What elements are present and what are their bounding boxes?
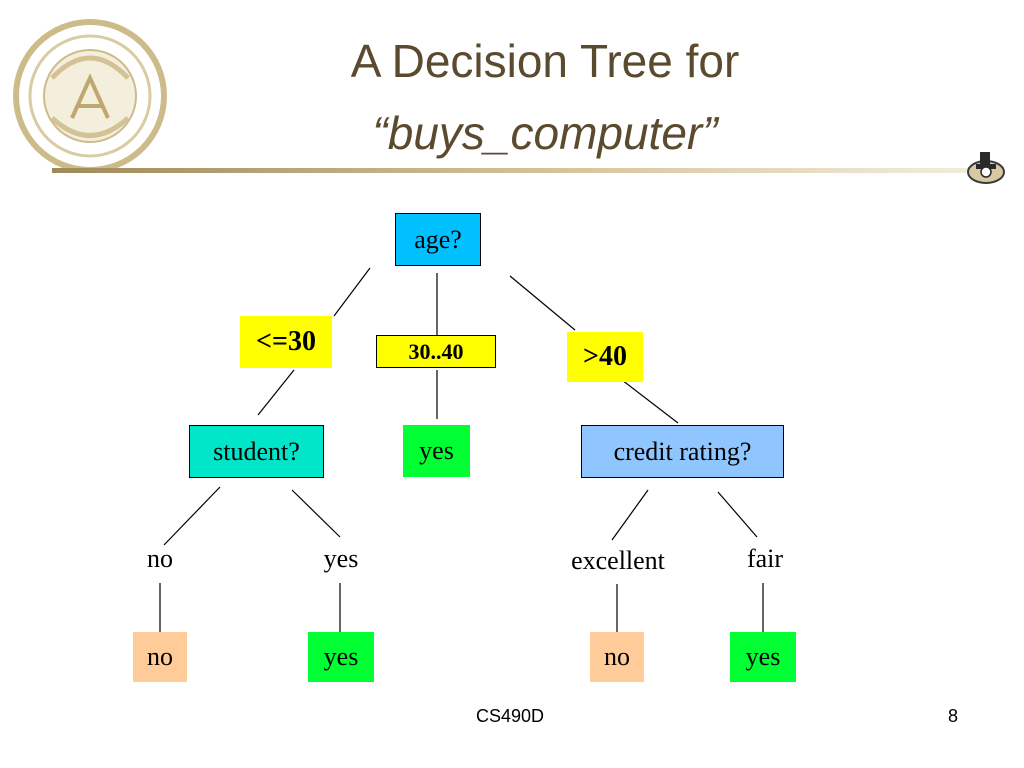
slide-title-line2: “buys_computer” bbox=[372, 107, 718, 159]
edge-credit-excellent bbox=[611, 489, 649, 541]
branch-label-30-40: 30..40 bbox=[376, 335, 496, 368]
edge-label-no: no bbox=[147, 544, 173, 573]
edge-label-fair: fair bbox=[746, 544, 784, 573]
edge-age-le30 bbox=[333, 267, 371, 317]
leaf-yes-credit: yes bbox=[730, 632, 796, 682]
leaf-yes-middle: yes bbox=[403, 425, 470, 477]
title-divider bbox=[52, 168, 970, 173]
edge-credit-fair bbox=[717, 491, 758, 538]
edge-student-yes bbox=[291, 489, 341, 538]
slide-title-line1: A Decision Tree for bbox=[350, 35, 740, 87]
purdue-logo-icon bbox=[967, 152, 1005, 184]
edge-student-no bbox=[163, 486, 221, 546]
leaf-no-credit: no bbox=[590, 632, 644, 682]
edge-label-excellent: excellent bbox=[571, 546, 665, 575]
footer-course-label: CS490D bbox=[476, 706, 545, 726]
slide-page-number: 8 bbox=[948, 706, 959, 726]
branch-label-le30: <=30 bbox=[240, 316, 332, 368]
leaf-yes-student: yes bbox=[308, 632, 374, 682]
leaf-no-student: no bbox=[133, 632, 187, 682]
root-node-age: age? bbox=[395, 213, 481, 266]
edge-age-gt40 bbox=[509, 275, 576, 331]
edge-label-yes: yes bbox=[323, 544, 359, 573]
node-credit-rating: credit rating? bbox=[581, 425, 784, 478]
branch-label-gt40: >40 bbox=[567, 332, 643, 382]
node-student: student? bbox=[189, 425, 324, 478]
edge-gt40-credit bbox=[621, 379, 679, 424]
edge-le30-student bbox=[257, 369, 295, 416]
